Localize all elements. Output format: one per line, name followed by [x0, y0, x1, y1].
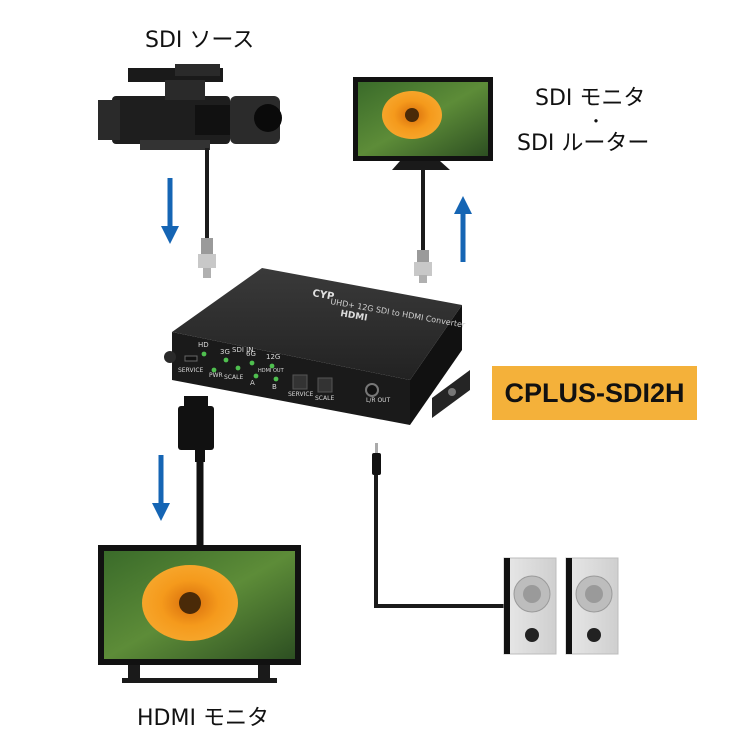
- converter-device: UHD+ 12G SDI to HDMI Converter HDMI CYP …: [164, 268, 470, 425]
- scale-button[interactable]: [317, 377, 333, 393]
- arrow-up-icon: [454, 196, 472, 262]
- label-lr-out: L/R OUT: [366, 397, 391, 404]
- label-6g: 6G: [246, 350, 256, 358]
- usb-port-icon: [184, 355, 198, 362]
- arrow-down-icon: [161, 178, 179, 244]
- hdmi-plug-icon: [178, 396, 214, 462]
- label-a: A: [250, 379, 255, 387]
- label-12g: 12G: [266, 353, 280, 361]
- speaker-icon: [565, 557, 619, 655]
- camera-icon: [98, 64, 282, 150]
- label-sdi-in: SDI IN: [232, 346, 253, 354]
- audio-plug-icon: [372, 443, 381, 475]
- label-hdmi-out: HDMI OUT: [258, 368, 285, 374]
- device-top-logo: HDMI: [339, 309, 368, 324]
- label-hd: HD: [198, 341, 209, 349]
- label-scale-button: SCALE: [315, 395, 334, 402]
- arrow-down-icon: [152, 455, 170, 521]
- audio-cable: [374, 475, 508, 608]
- status-led-group: [201, 351, 279, 382]
- model-badge: CPLUS-SDI2H: [492, 366, 697, 420]
- sdi-source-label: SDI ソース: [145, 28, 255, 53]
- device-brand: CYP: [311, 288, 334, 303]
- sdi-router-label: SDI ルーター: [517, 131, 650, 156]
- service-button[interactable]: [292, 374, 308, 390]
- speaker-icon: [503, 557, 557, 655]
- sdi-monitor-label: SDI モニタ: [535, 86, 646, 111]
- label-3g: 3G: [220, 348, 230, 356]
- device-front-panel: HD SDI IN 3G 6G 12G HDMI OUT SERVICE PWR…: [178, 341, 391, 404]
- label-separator: ・: [588, 112, 605, 131]
- hdmi-monitor-icon: [98, 545, 301, 683]
- label-service: SERVICE: [178, 367, 204, 374]
- audio-jack-icon: [365, 383, 379, 397]
- label-service-button: SERVICE: [288, 391, 314, 398]
- label-scale: SCALE: [224, 374, 243, 381]
- bnc-connector-icon: [414, 250, 432, 283]
- bnc-connector-icon: [198, 238, 216, 278]
- hdmi-monitor-label: HDMI モニタ: [137, 706, 269, 731]
- label-pwr: PWR: [209, 372, 223, 379]
- sdi-monitor-icon: [353, 77, 493, 170]
- label-b: B: [272, 383, 277, 391]
